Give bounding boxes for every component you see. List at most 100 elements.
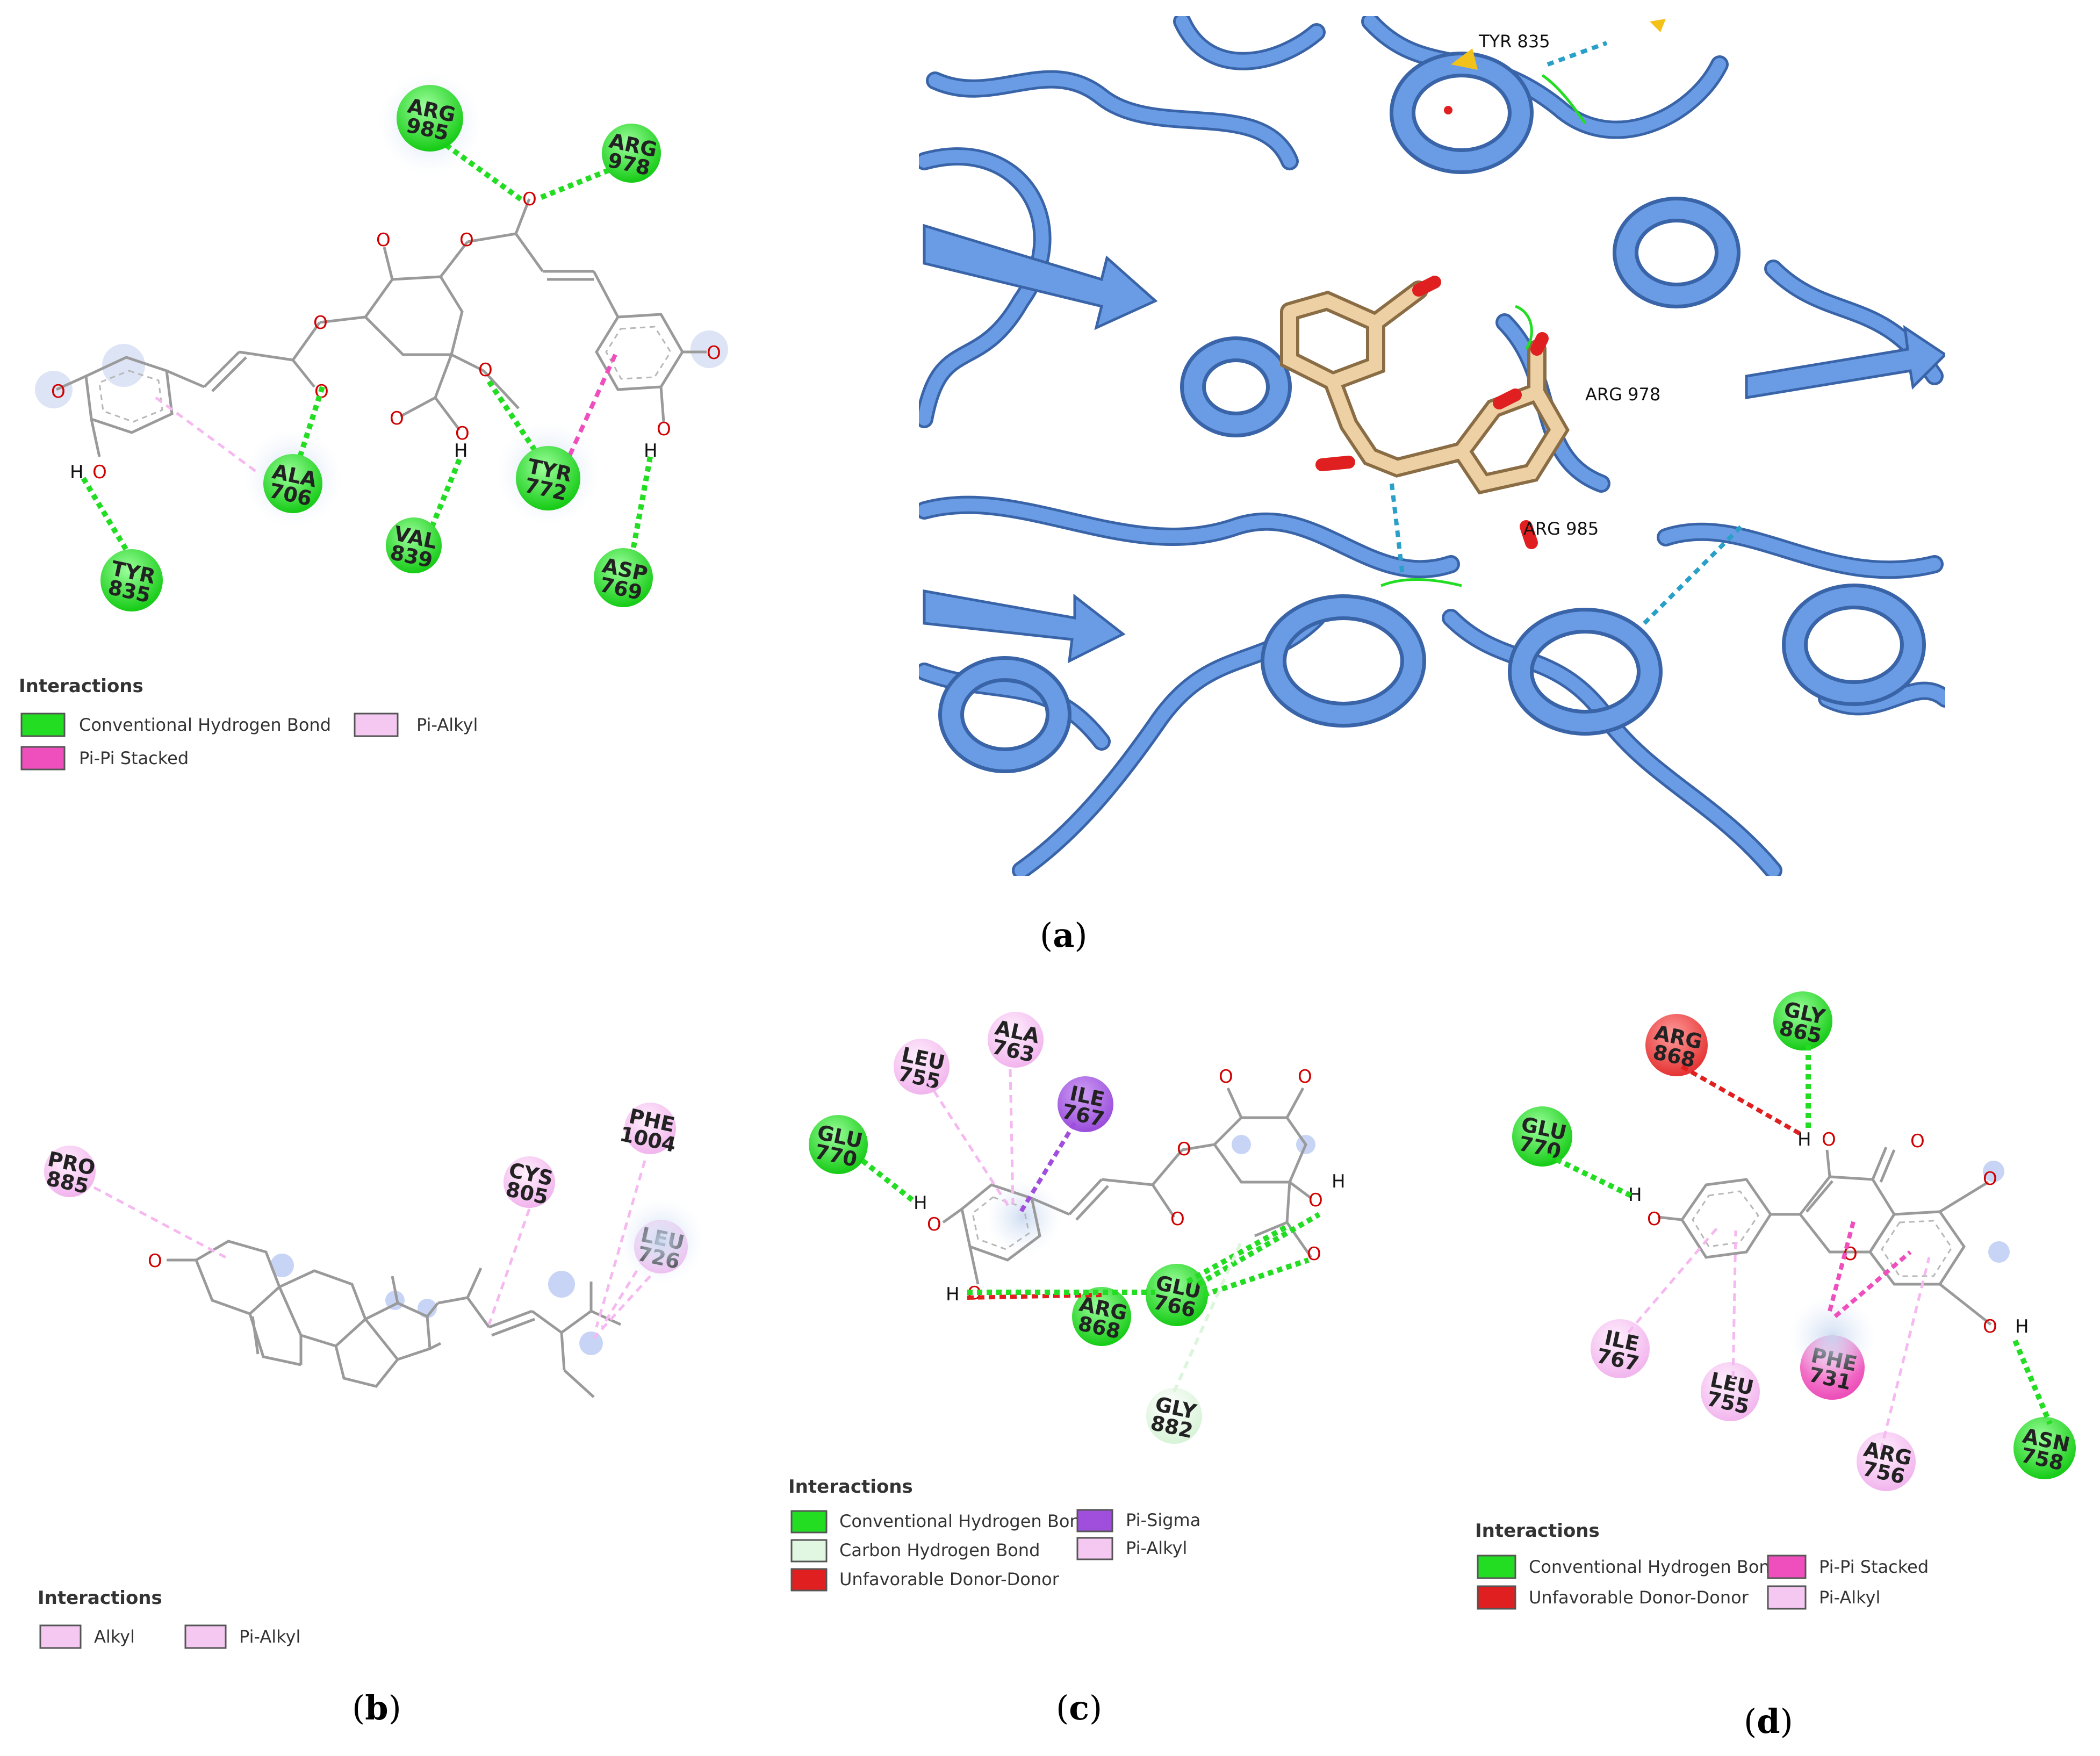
hydrogen-atom-label: H	[454, 440, 468, 462]
legend-label: Pi-Alkyl	[1126, 1538, 1187, 1558]
residue-bubble	[44, 1146, 96, 1197]
legend-swatch-unfav	[790, 1568, 828, 1592]
residue-bubble	[809, 1115, 868, 1174]
residue-bubble	[100, 549, 163, 611]
residue-bubble	[386, 517, 442, 573]
panel-a-2d-diagram: O H O O O O O O O O H O O O H	[35, 73, 728, 560]
legend-label: Unfavorable Donor-Donor	[839, 1569, 1060, 1589]
legend-swatch-carbon	[790, 1539, 828, 1563]
legend-title-d: Interactions	[1475, 1520, 1600, 1542]
legend-label: Pi-Alkyl	[416, 715, 478, 735]
residue-bubble	[1058, 1076, 1113, 1132]
legend-title-b: Interactions	[38, 1587, 162, 1609]
legend-label: Conventional Hydrogen Bond	[1529, 1557, 1781, 1577]
caption-b: (b)	[352, 1688, 401, 1728]
residue-bubble	[263, 454, 322, 513]
oxygen-atom-label: O	[1308, 1190, 1323, 1211]
oxygen-atom-label: O	[459, 229, 474, 251]
legend-swatch-alkyl	[39, 1624, 82, 1649]
legend-swatch-hbond	[1477, 1555, 1516, 1579]
oxygen-atom-label: O	[148, 1250, 162, 1272]
legend-label: Pi-Sigma	[1126, 1510, 1200, 1530]
oxygen-atom-label: O	[1170, 1208, 1185, 1230]
caption-a-letter: a	[1053, 916, 1074, 955]
ligand-b	[167, 1240, 622, 1398]
residue-bubble	[2013, 1417, 2076, 1479]
legend-swatch-pipi	[1767, 1555, 1807, 1579]
residue-bubble	[397, 85, 463, 152]
legend-title-a: Interactions	[19, 675, 143, 697]
caption-b-letter: b	[365, 1688, 388, 1728]
residue-bubble	[602, 124, 661, 183]
oxygen-atom-label: O	[927, 1214, 941, 1235]
oxygen-atom-label: O	[1298, 1066, 1312, 1088]
residue-bubble	[504, 1156, 555, 1208]
ligand-a	[55, 198, 707, 457]
oxygen-atom-label: O	[376, 229, 391, 251]
hydrogen-atom-label: H	[946, 1284, 960, 1305]
ligand-sticks	[1280, 248, 1570, 569]
oxygen-atom-label: O	[478, 359, 493, 381]
residue-bubble	[1645, 1014, 1708, 1076]
hydrogen-atom-label: H	[2015, 1316, 2029, 1337]
panel-a-3d-structure: TYR 835 ARG 978 ARG 985	[919, 16, 1945, 876]
oxygen-atom-label: O	[313, 312, 328, 334]
legend-label: Carbon Hydrogen Bond	[839, 1540, 1040, 1560]
residue-bubble	[1072, 1287, 1131, 1346]
legend-label: Pi-Pi Stacked	[79, 748, 189, 768]
oxygen-atom-label: O	[522, 189, 537, 210]
legend-label: Pi-Alkyl	[1819, 1587, 1880, 1608]
panel-c-2d-diagram: O O O O O H O H O H O	[860, 1066, 1346, 1393]
residue-bubble	[594, 548, 653, 607]
residue-bubble	[1146, 1388, 1202, 1444]
structure-label-arg985: ARG 985	[1523, 519, 1599, 539]
legend-swatch-pialkyl	[1076, 1537, 1113, 1560]
legend-label: Pi-Alkyl	[239, 1627, 300, 1647]
residue-bubble	[1591, 1319, 1650, 1378]
legend-layer: Interactions Conventional Hydrogen Bond …	[19, 675, 1929, 1649]
panel-b-2d-diagram: O	[93, 1160, 704, 1398]
oxygen-atom-label: O	[1219, 1066, 1233, 1088]
oxygen-atom-label: O	[1307, 1243, 1321, 1265]
caption-a: (a)	[1040, 916, 1088, 955]
caption-d-letter: d	[1757, 1702, 1780, 1741]
legend-swatch-pialkyl	[184, 1624, 227, 1649]
legend-label: Pi-Pi Stacked	[1819, 1557, 1929, 1577]
residue-bubble	[894, 1039, 950, 1095]
oxygen-atom-label: O	[51, 381, 66, 402]
oxygen-atom-label: O	[455, 423, 470, 444]
legend-label: Unfavorable Donor-Donor	[1529, 1587, 1749, 1608]
caption-c-letter: c	[1069, 1688, 1089, 1728]
oxygen-atom-label: O	[657, 419, 671, 440]
oxygen-atom-label: O	[1177, 1139, 1191, 1160]
residue-bubble	[1773, 991, 1832, 1050]
oxygen-atom-label: O	[1983, 1168, 1997, 1190]
hydrogen-atom-label: H	[914, 1192, 927, 1214]
oxygen-atom-label: O	[707, 342, 721, 364]
legend-label: Conventional Hydrogen Bond	[839, 1511, 1091, 1531]
structure-label-tyr835: TYR 835	[1478, 31, 1550, 52]
ligand-c	[942, 1087, 1313, 1285]
residue-bubble	[516, 446, 580, 510]
protein-ribbon	[919, 16, 1945, 876]
caption-d: (d)	[1744, 1702, 1793, 1741]
residue-bubble	[1512, 1106, 1572, 1167]
